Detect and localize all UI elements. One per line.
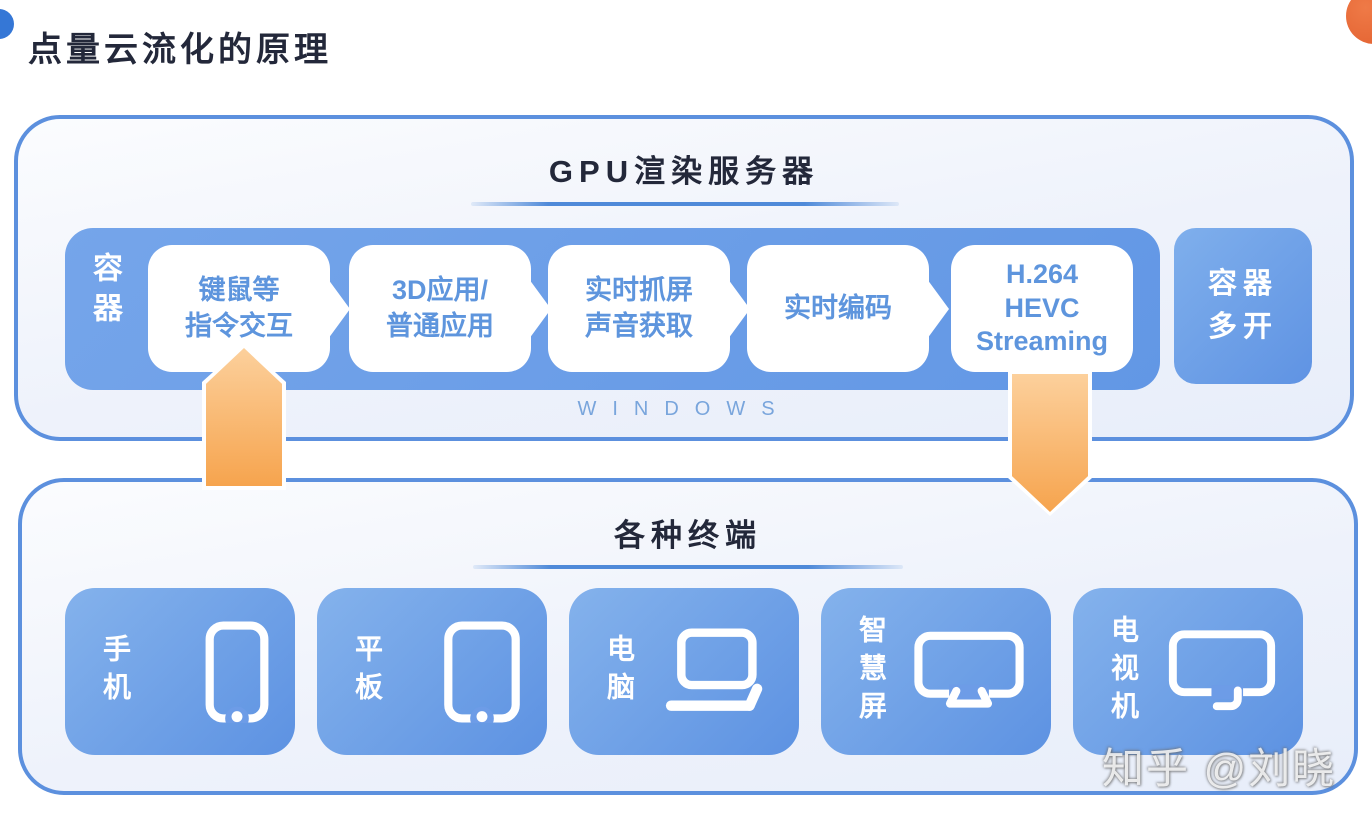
step-line: 普通应用 <box>386 310 494 341</box>
page-title: 点量云流化的原理 <box>28 31 332 69</box>
laptop-icon <box>665 628 763 711</box>
step-line: 键鼠等 <box>198 274 280 305</box>
step-3d-apps: 3D应用/ 普通应用 <box>349 245 531 372</box>
terminal-label: 智慧屏 <box>856 614 887 729</box>
step-line: H.264 <box>1005 258 1079 289</box>
arrow-down-icon <box>1008 370 1092 516</box>
step-line: 指令交互 <box>185 310 293 341</box>
smart-screen-icon <box>914 631 1024 708</box>
gpu-server-title: GPU渲染服务器 <box>548 154 820 189</box>
step-screen-capture: 实时抓屏 声音获取 <box>548 245 730 372</box>
step-line: HEVC <box>1004 292 1080 323</box>
terminals-title-underline <box>473 565 903 569</box>
terminal-smart-screen-card: 智慧屏 <box>821 588 1051 755</box>
terminal-label: 电脑 <box>604 633 635 710</box>
step-line: Streaming <box>975 326 1109 357</box>
side-box-line: 容器 <box>1207 267 1278 300</box>
phone-icon <box>205 620 269 723</box>
os-label: WINDOWS <box>577 398 791 420</box>
step-line: 实时抓屏 <box>585 274 693 305</box>
corner-orange-dot-icon <box>1346 0 1372 44</box>
tablet-icon <box>444 620 520 723</box>
terminal-tablet-card: 平板 <box>317 588 547 755</box>
terminal-laptop-card: 电脑 <box>569 588 799 755</box>
step-streaming: H.264 HEVC Streaming <box>951 245 1133 372</box>
container-label: 容器 <box>88 252 121 332</box>
watermark: 知乎 @刘晓 <box>1102 745 1337 792</box>
side-box-line: 多开 <box>1207 311 1278 343</box>
step-line: 声音获取 <box>585 310 693 341</box>
arrow-up-icon <box>202 344 286 490</box>
step-realtime-encoding: 实时编码 <box>747 245 929 372</box>
container-multi-open-box: 容器 多开 <box>1174 228 1312 384</box>
bullet-dot-icon <box>0 9 14 39</box>
tv-icon <box>1168 629 1276 710</box>
terminal-phone-card: 手机 <box>65 588 295 755</box>
step-line: 3D应用/ <box>391 274 489 305</box>
terminals-title: 各种终端 <box>614 518 762 553</box>
terminal-label: 手机 <box>100 633 131 710</box>
gpu-title-underline <box>471 202 899 206</box>
terminal-label: 平板 <box>352 633 383 710</box>
terminal-label: 电视机 <box>1108 614 1139 729</box>
terminal-tv-card: 电视机 <box>1073 588 1303 755</box>
step-line: 实时编码 <box>784 292 892 323</box>
